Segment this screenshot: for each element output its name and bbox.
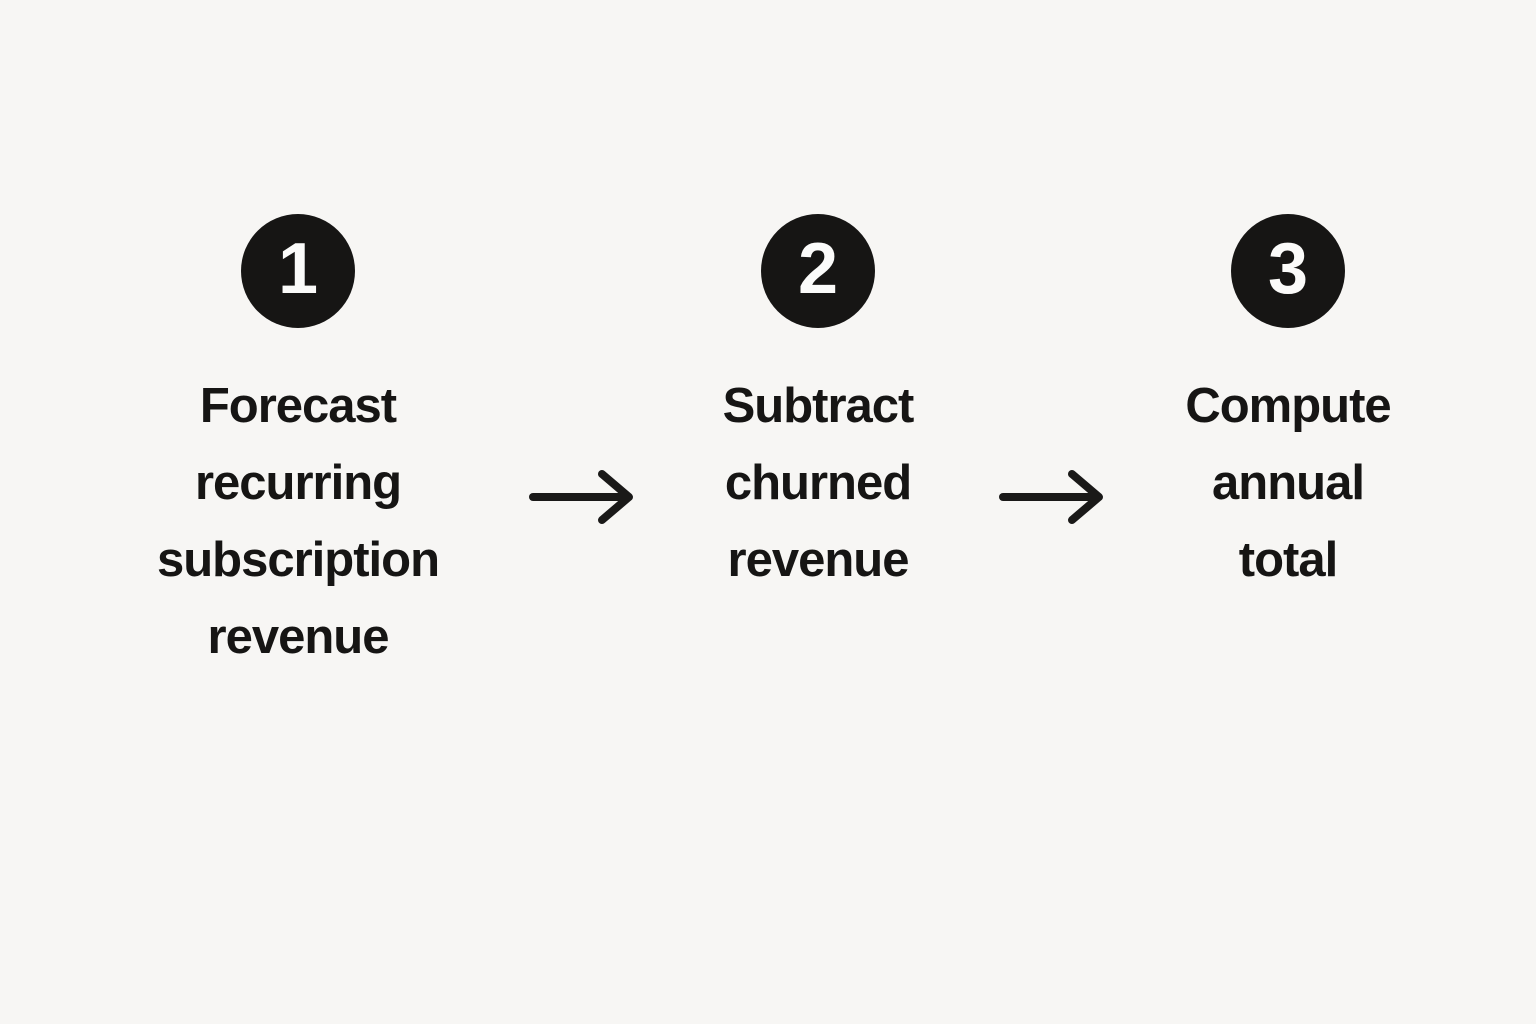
step-1-number: 1 [277, 229, 319, 309]
process-flow-diagram: 1 Forecast recurring subscription revenu… [88, 214, 1448, 676]
step-3-label: Compute annual total [1185, 379, 1391, 587]
step-2-number-badge: 2 [761, 214, 875, 328]
arrow-zone-1 [508, 466, 658, 528]
step-1-number-badge: 1 [241, 214, 355, 328]
step-1: 1 Forecast recurring subscription revenu… [88, 214, 508, 676]
step-3-number-badge: 3 [1231, 214, 1345, 328]
step-2-number: 2 [797, 229, 839, 309]
right-arrow-icon [999, 470, 1103, 524]
step-2: 2 Subtract churned revenue [658, 214, 978, 599]
step-1-label: Forecast recurring subscription revenue [156, 379, 440, 664]
right-arrow-icon [529, 470, 633, 524]
arrow-zone-2 [978, 466, 1128, 528]
step-3: 3 Compute annual total [1128, 214, 1448, 599]
step-3-number: 3 [1267, 229, 1309, 309]
step-2-label: Subtract churned revenue [722, 379, 915, 587]
